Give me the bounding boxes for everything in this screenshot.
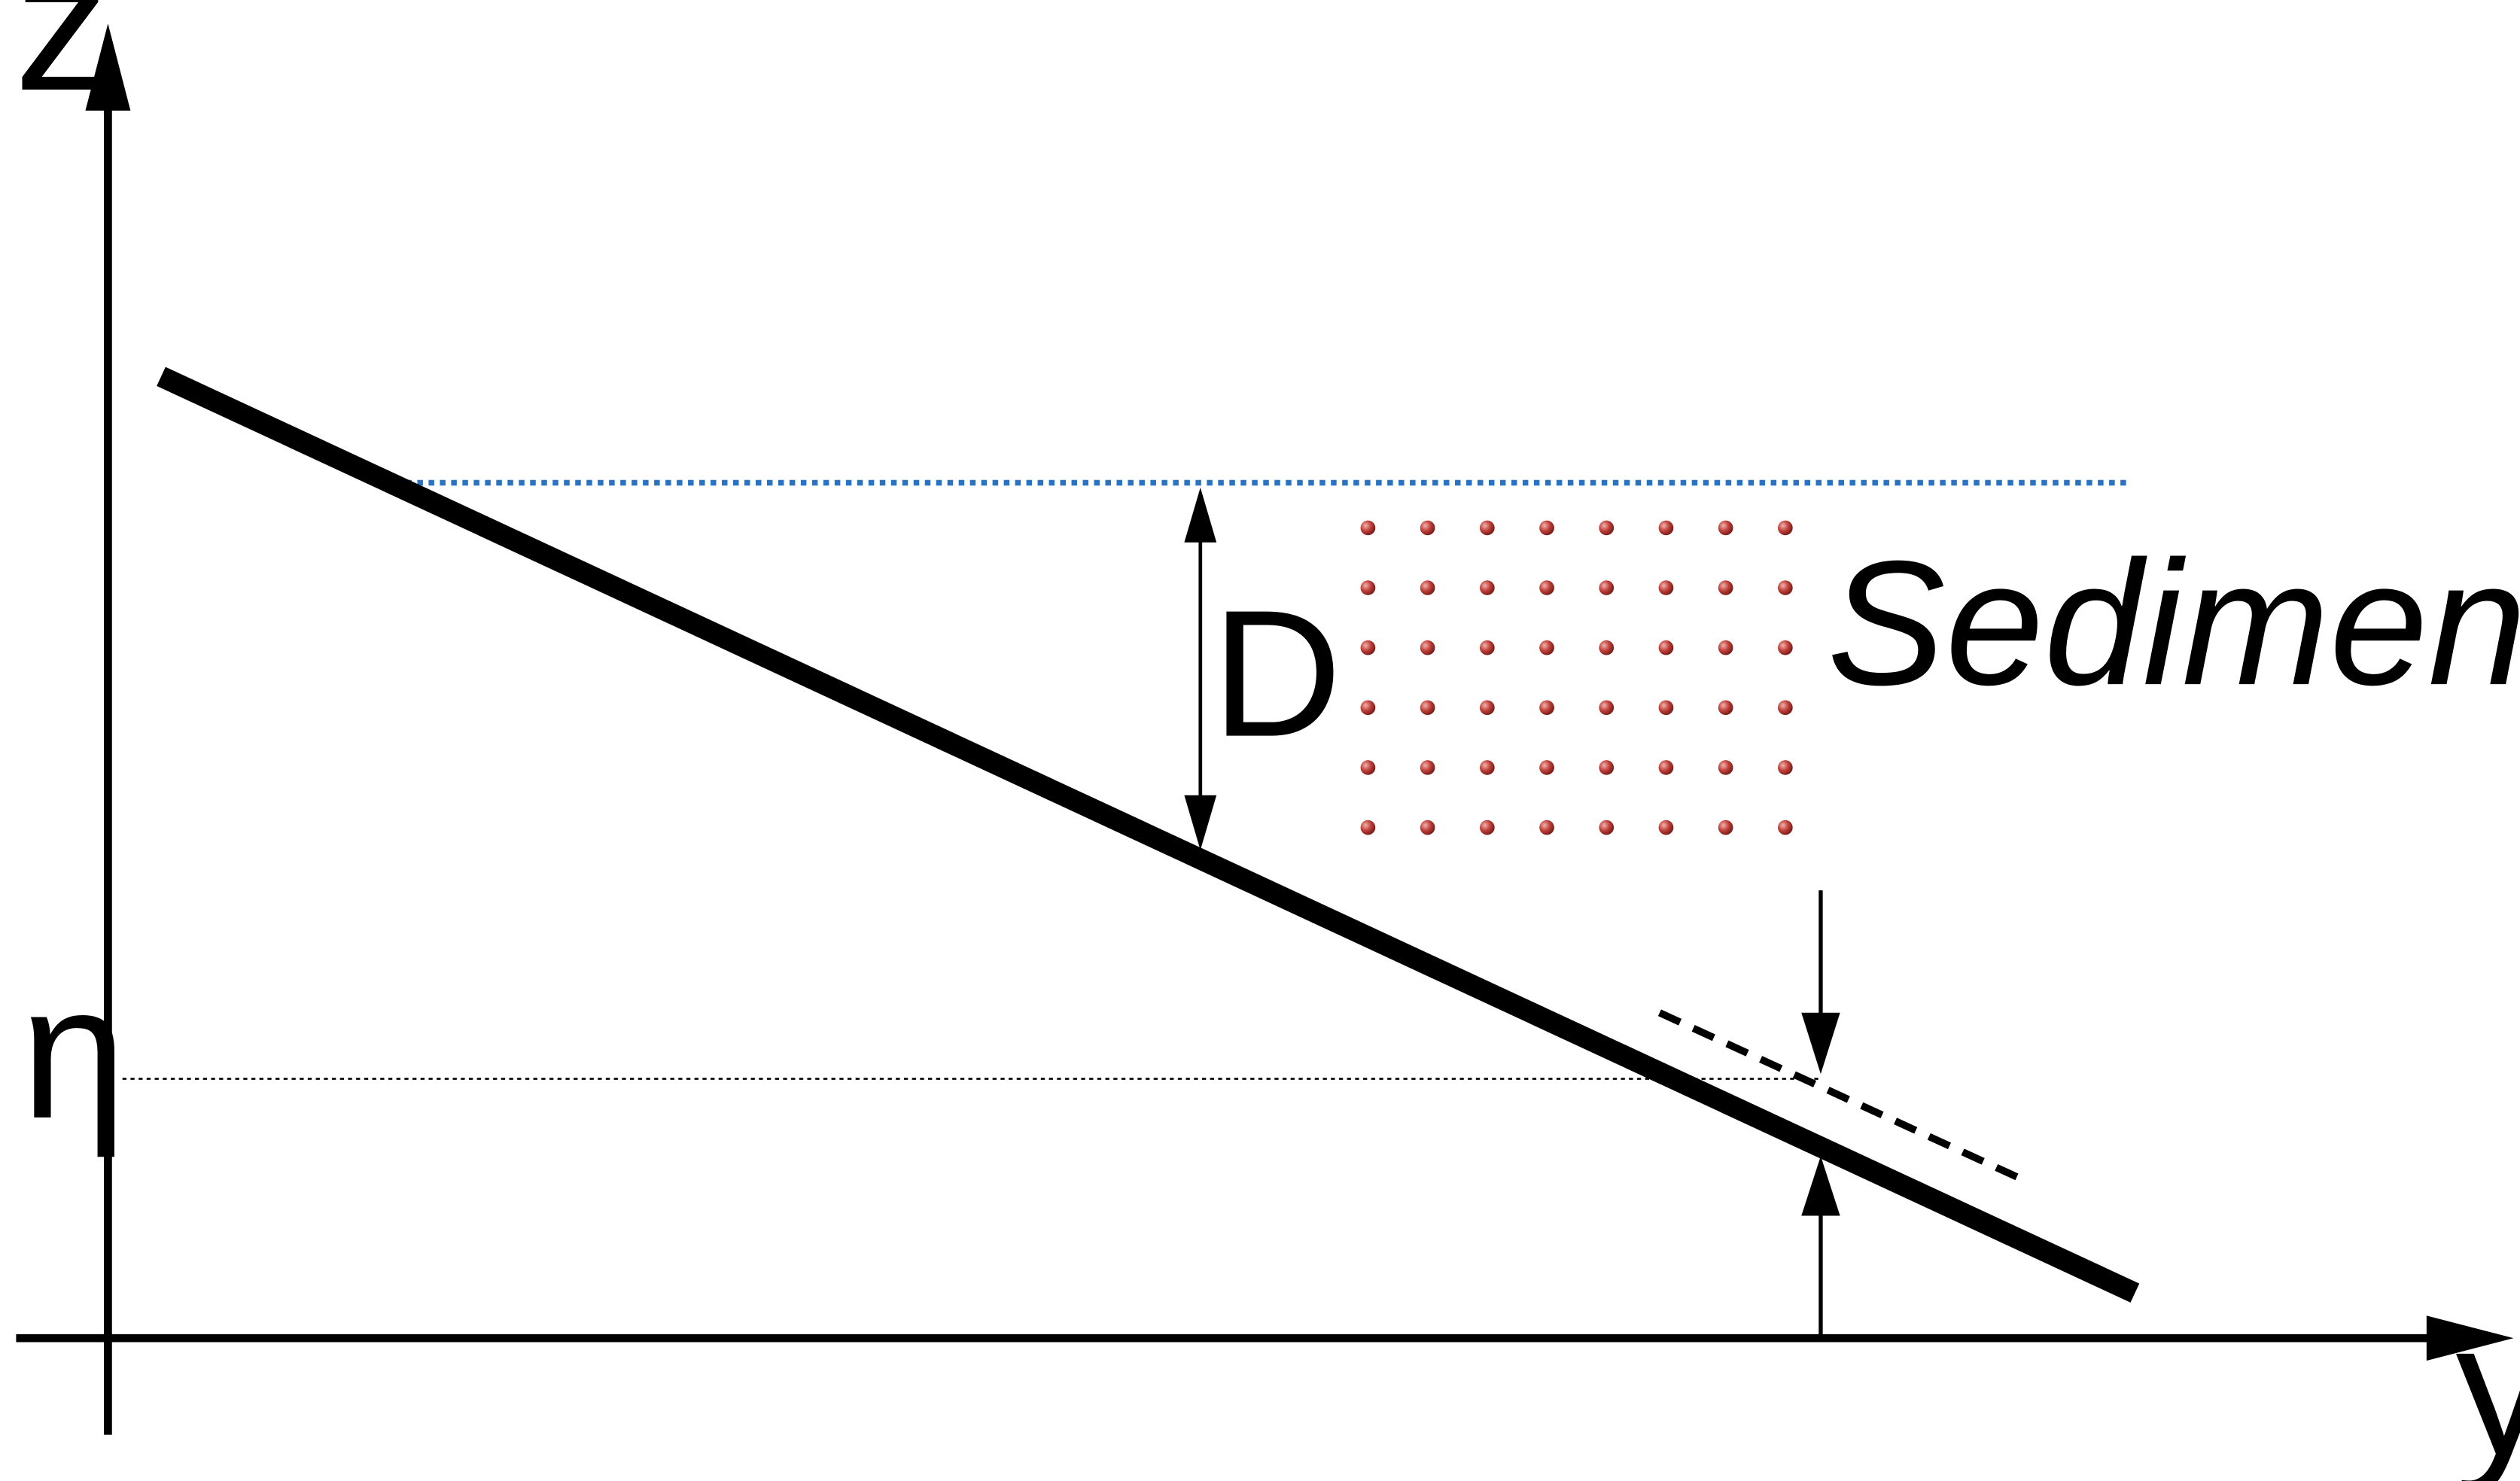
sediment-particle	[1479, 520, 1495, 536]
sediment-particle	[1778, 580, 1793, 595]
sediment-particle	[1360, 580, 1376, 595]
sediment-particle	[1718, 820, 1733, 835]
depth-label: D	[1212, 573, 1342, 774]
depth-arrowhead-up	[1184, 487, 1217, 543]
sediment-particle	[1420, 520, 1435, 536]
sediment-particle	[1539, 820, 1554, 835]
sediment-particle	[1479, 580, 1495, 595]
sediment-particle	[1539, 700, 1554, 716]
sediment-particle	[1658, 580, 1674, 595]
eta-label: η	[21, 945, 126, 1158]
z-axis-arrowhead	[85, 23, 131, 111]
depth-arrowhead-down	[1184, 795, 1217, 850]
sediment-particle	[1539, 640, 1554, 655]
sediment-particle	[1420, 820, 1435, 835]
sediment-particle	[1479, 700, 1495, 716]
sediment-particle	[1420, 760, 1435, 775]
sediment-particle	[1778, 820, 1793, 835]
sediment-particle	[1479, 640, 1495, 655]
sediment-particle	[1778, 640, 1793, 655]
sediment-particle	[1599, 820, 1615, 835]
sediment-particle	[1420, 640, 1435, 655]
sediment-particle	[1778, 760, 1793, 775]
perturbation-arrowhead-down	[1801, 1012, 1840, 1075]
sediment-particle	[1658, 820, 1674, 835]
sediment-particle	[1778, 700, 1793, 716]
sediment-particle	[1599, 760, 1615, 775]
sediment-particle	[1778, 520, 1793, 536]
sediment-particle	[1718, 700, 1733, 716]
sloping-bed-line	[157, 366, 2140, 1303]
sediment-particle	[1658, 700, 1674, 716]
perturbation-arrowhead-up	[1801, 1156, 1840, 1216]
sediment-particle	[1599, 640, 1615, 655]
sediment-particle	[1599, 580, 1615, 595]
sediment-particle	[1718, 760, 1733, 775]
perturbed-bed-dashed-line	[1657, 1009, 2019, 1181]
sediment-particle	[1658, 520, 1674, 536]
sediment-particle	[1479, 820, 1495, 835]
sediment-particle	[1420, 580, 1435, 595]
sediment-particle	[1360, 820, 1376, 835]
sediment-particle	[1360, 640, 1376, 655]
sediment-particle	[1718, 520, 1733, 536]
sediment-particle	[1539, 760, 1554, 775]
sediment-label: Sediment ρ	[1828, 524, 2520, 722]
y-axis-label: y	[2455, 1282, 2520, 1481]
sediment-particle	[1718, 640, 1733, 655]
sediment-particle	[1718, 580, 1733, 595]
sediment-particle	[1360, 700, 1376, 716]
sediment-particle	[1599, 520, 1615, 536]
sediment-particle	[1658, 640, 1674, 655]
sediment-particle-grid	[1360, 520, 1793, 835]
z-axis-label: z	[14, 0, 109, 130]
y-axis-arrowhead	[2426, 1315, 2514, 1361]
sediment-particle	[1539, 580, 1554, 595]
sediment-particle	[1658, 760, 1674, 775]
sediment-particle	[1360, 520, 1376, 536]
sediment-particle	[1599, 700, 1615, 716]
sediment-particle	[1479, 760, 1495, 775]
sediment-particle	[1360, 760, 1376, 775]
sediment-particle	[1420, 700, 1435, 716]
sediment-particle	[1539, 520, 1554, 536]
